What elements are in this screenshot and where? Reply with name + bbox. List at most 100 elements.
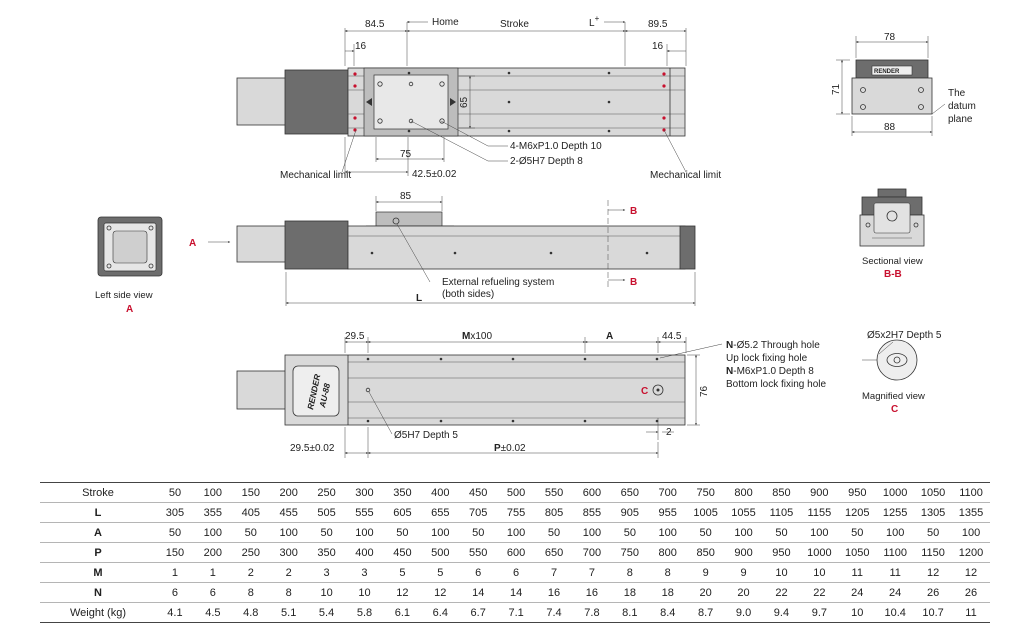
table-cell: 355 (193, 502, 232, 523)
dim-88: 88 (884, 122, 896, 133)
table-cell: 14 (459, 582, 498, 603)
table-cell: 1005 (686, 502, 725, 523)
table-cell: 950 (838, 482, 877, 503)
dim-85: 85 (400, 191, 412, 202)
table-cell: 1100 (876, 542, 915, 563)
table-cell: 1200 (952, 542, 990, 563)
detail-c-marker: C (641, 386, 648, 397)
table-cell: 10 (307, 582, 346, 603)
table-cell: 12 (952, 562, 990, 583)
view-a-arrow: A (189, 238, 196, 249)
row-header: N (40, 582, 156, 603)
dim-29-5: 29.5 (345, 331, 365, 342)
table-cell: 50 (156, 522, 194, 543)
table-cell: 550 (535, 482, 573, 503)
length-l-label: L (416, 293, 422, 304)
table-cell: 22 (762, 582, 801, 603)
dim-75: 75 (400, 149, 412, 160)
table-cell: 10 (762, 562, 801, 583)
table-cell: 250 (231, 542, 270, 563)
table-cell: 20 (724, 582, 763, 603)
hole-callout-2: Up lock fixing hole (726, 353, 808, 364)
render-badge (292, 365, 340, 417)
table-cell: 1205 (838, 502, 877, 523)
table-cell: 6.7 (459, 602, 498, 623)
table-cell: 8 (231, 582, 270, 603)
dim-76: 76 (699, 385, 710, 397)
dim-2: 2 (666, 427, 672, 438)
table-cell: 10 (838, 602, 877, 623)
table-cell: 6 (156, 582, 194, 603)
motor-bottom (236, 370, 288, 410)
table-cell: 11 (876, 562, 915, 583)
table-cell: 6 (497, 562, 536, 583)
table-cell: 6.4 (421, 602, 460, 623)
table-cell: 150 (231, 482, 270, 503)
sectional-view-title: Sectional view (862, 256, 923, 267)
table-cell: 5.4 (307, 602, 346, 623)
stroke-label: Stroke (500, 19, 529, 30)
datum-label-1: The (948, 88, 966, 99)
carriage-front (375, 211, 443, 227)
row-header: L (40, 502, 156, 523)
dim-44-5: 44.5 (662, 331, 682, 342)
front-view: 85 B B External refueling system (both s… (189, 191, 696, 306)
table-cell: 50 (156, 482, 194, 503)
table-cell: 455 (269, 502, 308, 523)
l-plus-label: L+ (589, 14, 600, 29)
table-cell: 7 (572, 562, 611, 583)
pin-hole-callout: Ø5H7 Depth 5 (394, 430, 458, 441)
table-cell: 900 (724, 542, 763, 563)
dim-m-pitch: Mx100 (462, 331, 492, 342)
table-cell: 50 (383, 522, 422, 543)
table-cell: 6 (459, 562, 498, 583)
row-header: Stroke (40, 482, 156, 503)
table-cell: 200 (269, 482, 308, 503)
table-cell: 100 (724, 522, 763, 543)
table-cell: 18 (610, 582, 649, 603)
table-cell: 100 (572, 522, 611, 543)
table-cell: 24 (876, 582, 915, 603)
table-cell: 100 (421, 522, 460, 543)
table-cell: 750 (610, 542, 649, 563)
table-cell: 50 (231, 522, 270, 543)
end-view-badge: RENDER (874, 69, 900, 75)
table-cell: 5.8 (345, 602, 384, 623)
table-cell: 650 (535, 542, 573, 563)
table-cell: 4.1 (156, 602, 194, 623)
table-cell: 11 (838, 562, 877, 583)
dim-p: P±0.02 (494, 443, 526, 454)
refuel-callout-2: (both sides) (442, 289, 494, 300)
magnified-circle (876, 339, 918, 381)
table-cell: 1055 (724, 502, 763, 523)
dim-16-left: 16 (355, 41, 367, 52)
left-side-view: Left side view A (95, 216, 163, 315)
table-cell: 5 (421, 562, 460, 583)
table-cell: 7 (535, 562, 573, 583)
table-cell: 16 (535, 582, 573, 603)
table-cell: 26 (952, 582, 990, 603)
table-cell: 1155 (800, 502, 839, 523)
dim-89-5: 89.5 (648, 19, 668, 30)
table-cell: 4.8 (231, 602, 270, 623)
sectional-view-letter: B-B (884, 269, 902, 280)
table-cell: 850 (686, 542, 725, 563)
table-cell: 950 (762, 542, 801, 563)
table-cell: 700 (572, 542, 611, 563)
table-cell: 7.8 (572, 602, 611, 623)
table-cell: 100 (193, 482, 232, 503)
table-cell: 8 (648, 562, 687, 583)
magnified-view-title: Magnified view (862, 391, 925, 402)
table-cell: 1000 (876, 482, 915, 503)
magnify-target (652, 384, 664, 396)
pin-callout: 2-Ø5H7 Depth 8 (510, 156, 583, 167)
bottom-view: RENDER AU-88 C 29.5 Mx100 A 44.5 76 2 (236, 331, 826, 458)
table-cell: 8 (269, 582, 308, 603)
datum-label-3: plane (948, 114, 973, 125)
table-cell: 24 (838, 582, 877, 603)
magnified-view-letter: C (891, 404, 898, 415)
table-cell: 50 (535, 522, 573, 543)
